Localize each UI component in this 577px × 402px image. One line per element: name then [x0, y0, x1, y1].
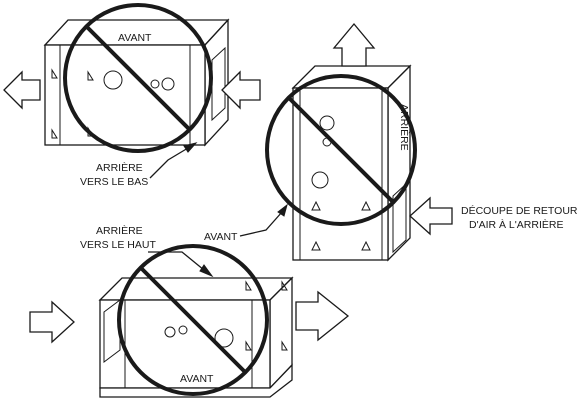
right-hole-c [311, 171, 329, 189]
bottom-left-outlet-arrow [295, 290, 350, 342]
top-left-callout-line1: ARRIÈRE [96, 161, 143, 174]
bottom-left-hole-small-a [164, 326, 176, 338]
top-left-return-cutout [211, 46, 226, 122]
bottom-left-callout-line1: ARRIÈRE [96, 224, 143, 237]
top-left-hole-small-a [150, 79, 160, 89]
right-return-label-line2: D'AIR À L'ARRIÈRE [469, 218, 563, 231]
bottom-left-return-cutout [103, 299, 121, 363]
top-left-hole-large [103, 70, 123, 90]
bottom-left-hole-small-b [178, 325, 188, 335]
right-prohibited-slash [286, 95, 396, 205]
top-left-hole-small-b [161, 77, 175, 91]
top-left-callout-line2: VERS LE BAS [80, 176, 148, 188]
top-left-prohibited-circle [63, 3, 213, 153]
bottom-left-callout-line2: VERS LE HAUT [80, 239, 156, 251]
right-inlet-arrow [409, 196, 453, 236]
unit-bottom-left: AVANT ARRIÈRE VERS LE HAUT [29, 224, 350, 398]
right-prohibited-circle [265, 74, 417, 226]
right-front-callout-label: AVANT [204, 231, 238, 243]
bottom-left-prohibited-circle [117, 244, 269, 396]
right-front-callout-leader [239, 211, 283, 237]
right-outlet-arrow [332, 22, 376, 67]
bottom-left-front-label: AVANT [180, 373, 214, 385]
top-left-outlet-arrow [3, 70, 41, 110]
bottom-left-base [99, 363, 293, 398]
top-left-front-face [44, 44, 206, 146]
top-left-inlet-arrow [221, 70, 261, 110]
right-return-label-line1: DÉCOUPE DE RETOUR [461, 204, 577, 217]
right-return-cutout [392, 182, 407, 254]
bottom-left-prohibited-slash [138, 265, 248, 375]
right-hole-a [319, 115, 335, 131]
unit-right-upright: ARRIÈRE AVANT DÉCOUPE DE RETOUR D'AIR À … [204, 22, 577, 262]
bottom-left-callout-leader [148, 251, 205, 271]
bottom-left-hole-large [214, 328, 234, 348]
unit-top-left: AVANT ARRIÈRE VERS LE BAS [3, 3, 261, 188]
top-left-front-label: AVANT [118, 32, 152, 44]
top-left-prohibited-slash [84, 24, 192, 132]
bottom-left-inlet-arrow [29, 300, 75, 344]
top-left-callout-leader [149, 147, 189, 179]
